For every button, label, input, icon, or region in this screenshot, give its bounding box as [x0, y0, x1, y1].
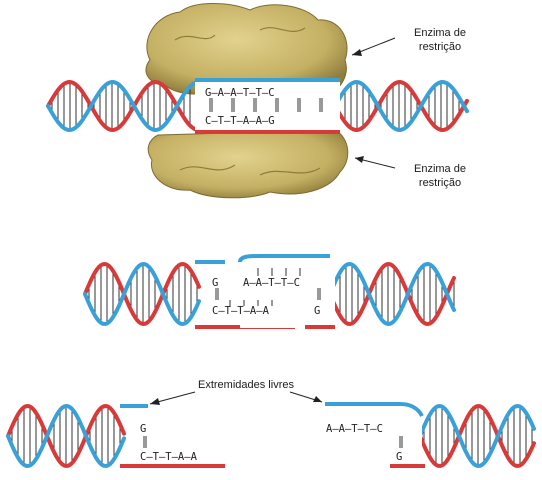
stage-3-separated-fragments: G C–T–T–A–A A–A–T–T–C G: [6, 391, 536, 469]
helix-stage3-left: [6, 403, 126, 469]
seq-stage2-top-right: A–A–T–T–C: [243, 277, 300, 289]
seq-stage3-left-top: G: [140, 423, 146, 435]
seq-stage1-top: G–A–A–T–T–C: [205, 87, 275, 99]
helix-stage1-left: [46, 79, 202, 133]
seq-stage3-right-bottom: G: [396, 451, 402, 463]
label-enzyme-bottom-line1: Enzima de: [414, 163, 466, 175]
enzyme-top-blob: [145, 3, 348, 95]
enzyme-bottom-blob: [147, 129, 349, 199]
label-enzyme-bottom-line2: restrição: [418, 177, 462, 189]
seq-stage3-left-bottom: C–T–T–A–A: [140, 451, 198, 463]
label-enzyme-bottom: Enzima de restrição: [398, 162, 482, 190]
stage-2-cut-dna: G A–A–T–T–C C–T–T–A–A G: [83, 254, 456, 329]
seq-stage2-bottom-left: C–T–T–A–A: [212, 305, 270, 317]
seq-stage2-bottom-right: G: [314, 305, 320, 317]
helix-stage2-left: [83, 261, 201, 327]
label-enzyme-top: Enzima de restrição: [398, 26, 482, 54]
helix-stage1-right: [333, 79, 469, 133]
label-enzyme-top-line2: restrição: [418, 41, 462, 53]
helix-stage2-right: [328, 261, 456, 327]
label-free-ends: Extremidades livres: [198, 379, 294, 391]
stage-1-enzyme-bound: G–A–A–T–T–C C–T–T–A–A–G: [46, 3, 469, 199]
label-enzyme-top-line1: Enzima de: [414, 27, 466, 39]
seq-stage2-top-left: G: [212, 277, 218, 289]
seq-stage1-bottom: C–T–T–A–A–G: [205, 115, 275, 127]
seq-stage3-right-top: A–A–T–T–C: [326, 423, 383, 435]
helix-stage3-right: [418, 403, 536, 469]
